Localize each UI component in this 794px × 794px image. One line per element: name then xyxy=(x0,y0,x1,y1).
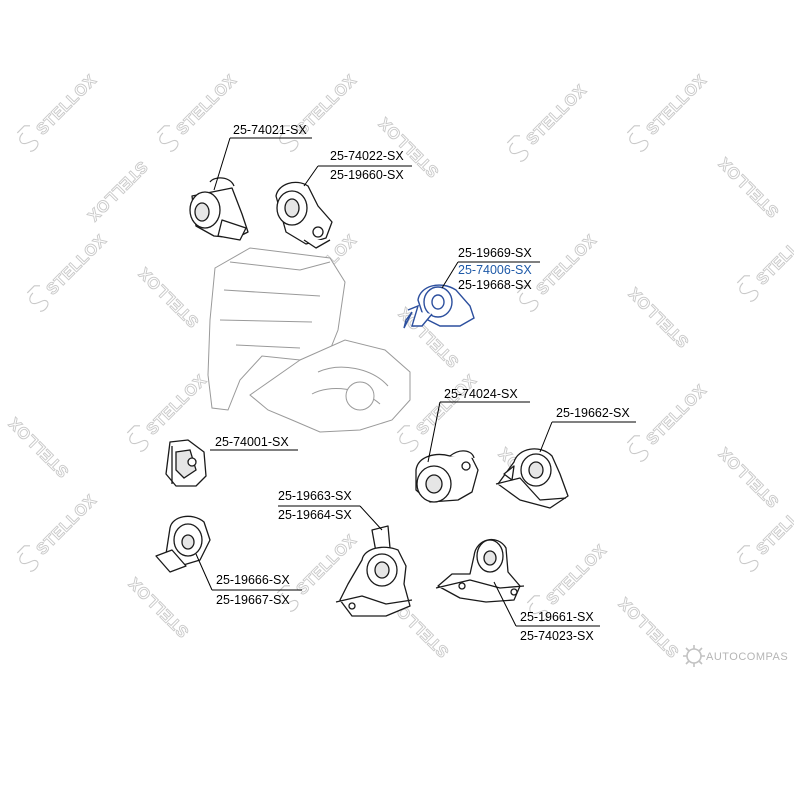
label-25-19660-sx[interactable]: 25-19660-SX xyxy=(330,168,404,182)
label-25-74021-sx[interactable]: 25-74021-SX xyxy=(233,123,307,137)
label-25-19664-sx[interactable]: 25-19664-SX xyxy=(278,508,352,522)
label-25-74001-sx[interactable]: 25-74001-SX xyxy=(215,435,289,449)
label-25-74006-sx[interactable]: 25-74006-SX xyxy=(458,263,532,277)
mount-25-19661-sx[interactable] xyxy=(435,538,525,603)
mount-25-74001-sx[interactable] xyxy=(165,439,207,487)
label-25-19668-sx[interactable]: 25-19668-SX xyxy=(458,278,532,292)
mount-25-74024-sx[interactable] xyxy=(415,450,479,503)
gear-icon xyxy=(683,645,705,667)
part-labels: 25-74021-SX 25-74022-SX 25-19660-SX 25-1… xyxy=(215,123,630,643)
mount-25-19662-sx[interactable] xyxy=(495,448,569,509)
mount-25-74022-sx[interactable] xyxy=(275,181,333,249)
label-25-19662-sx[interactable]: 25-19662-SX xyxy=(556,406,630,420)
brand-name: AUTOCOMPAS xyxy=(706,651,788,663)
brand-watermark: AUTOCOMPAS xyxy=(683,645,788,667)
label-25-74023-sx[interactable]: 25-74023-SX xyxy=(520,629,594,643)
mount-25-19666-sx[interactable] xyxy=(155,515,211,573)
mount-25-19663-sx[interactable] xyxy=(335,525,413,617)
label-25-19667-sx[interactable]: 25-19667-SX xyxy=(216,593,290,607)
label-25-19663-sx[interactable]: 25-19663-SX xyxy=(278,489,352,503)
label-25-74022-sx[interactable]: 25-74022-SX xyxy=(330,149,404,163)
label-25-19661-sx[interactable]: 25-19661-SX xyxy=(520,610,594,624)
mount-25-74021-sx[interactable] xyxy=(189,177,249,241)
label-25-19666-sx[interactable]: 25-19666-SX xyxy=(216,573,290,587)
mount-25-74006-sx[interactable] xyxy=(403,284,475,329)
label-25-19669-sx[interactable]: 25-19669-SX xyxy=(458,246,532,260)
engine-gearbox-outline xyxy=(207,247,411,433)
leader-lines xyxy=(195,137,636,627)
label-25-74024-sx[interactable]: 25-74024-SX xyxy=(444,387,518,401)
